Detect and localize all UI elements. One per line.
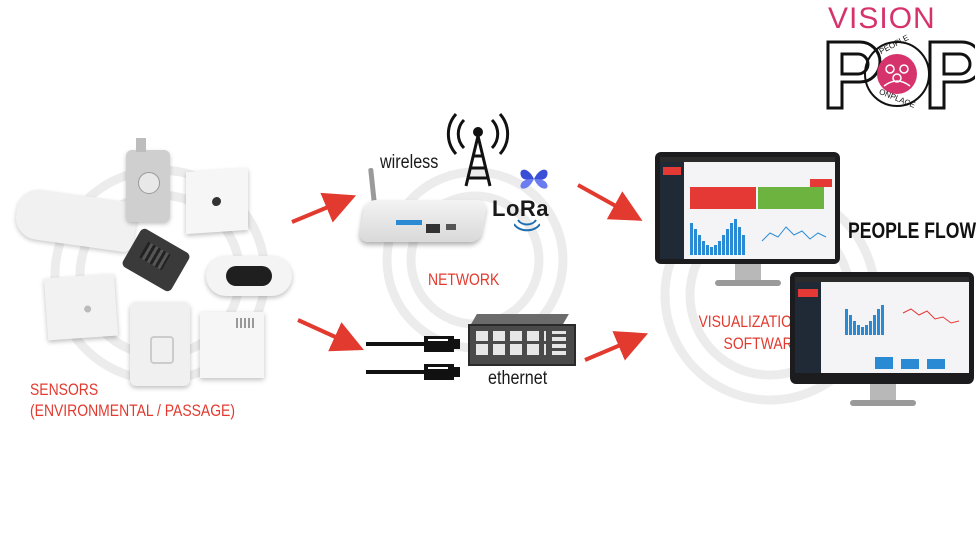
arrow-icon	[577, 183, 643, 221]
arrow-icon	[584, 331, 649, 362]
dashboard-chart	[690, 219, 827, 255]
lora-signal-icon	[514, 219, 540, 232]
visualization-label-line1: VISUALIZATION	[698, 312, 802, 331]
vision-pop-logo: VISION PEOPLE ONPLACE	[820, 2, 975, 114]
sensor-outdoor	[126, 138, 170, 222]
ethernet-label: ethernet	[488, 368, 548, 389]
sensors-label-line2: (ENVIRONMENTAL / PASSAGE)	[30, 401, 236, 420]
people-flow-label: PEOPLE FLOW	[848, 218, 977, 243]
dashboard-red-panel	[690, 187, 756, 209]
network-label: NETWORK	[428, 270, 500, 289]
visualization-label-line2: SOFTWARE	[723, 334, 802, 353]
lora-label: LoRa	[492, 196, 549, 221]
logo-pop-mark	[826, 40, 975, 110]
monitor-dashboard-1	[655, 152, 840, 290]
antenna-tower-icon	[446, 113, 510, 187]
lora-butterfly-icon	[520, 169, 548, 189]
dashboard-green-panel	[758, 187, 824, 209]
sensor-vented	[200, 312, 264, 378]
wifi-router-icon	[356, 167, 488, 250]
wireless-label: wireless	[380, 152, 439, 173]
monitor-dashboard-2	[790, 272, 974, 410]
sensors-group	[10, 130, 300, 390]
arrow-icon	[291, 192, 357, 224]
ethernet-cable-icon	[366, 336, 460, 380]
sensor-capsule	[206, 256, 292, 296]
sensor-plug	[130, 302, 190, 386]
sensors-label-line1: SENSORS	[30, 380, 99, 399]
network-switch-icon	[468, 314, 576, 366]
dashboard-chart	[845, 305, 960, 369]
logo-vision-text: VISION	[828, 2, 936, 35]
arrow-icon	[297, 318, 364, 352]
